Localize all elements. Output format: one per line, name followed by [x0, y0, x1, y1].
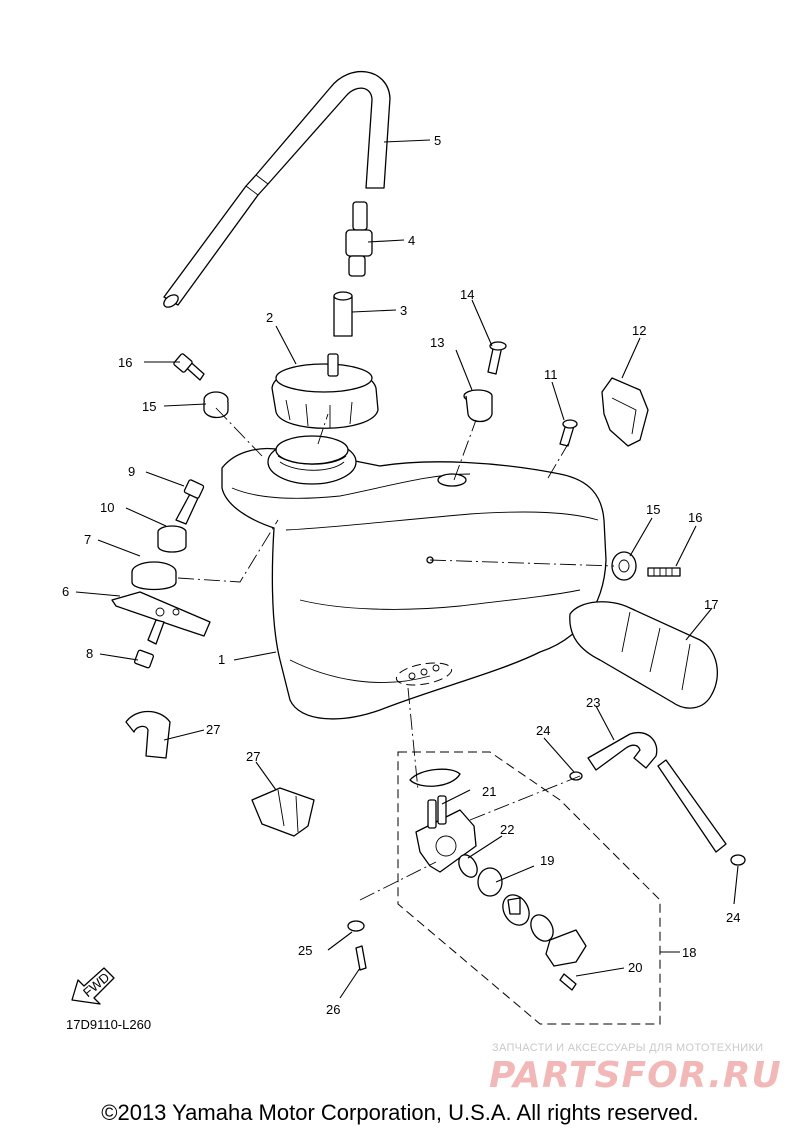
- forward-direction-arrow: FWD: [71, 967, 115, 1005]
- callout-15-left: 15: [142, 399, 156, 414]
- callout-27-center: 27: [246, 749, 260, 764]
- callout-8: 8: [86, 646, 93, 661]
- top-right-mount-parts: [463, 341, 649, 447]
- callout-17: 17: [704, 597, 718, 612]
- joint-pipe: [333, 291, 353, 337]
- breather-valve: [345, 201, 373, 277]
- callout-12: 12: [632, 323, 646, 338]
- watermark-logo: PARTSFOR.RU: [489, 1055, 782, 1096]
- tank-side-cover: [569, 601, 718, 709]
- copyright-notice: ©2013 Yamaha Motor Corporation, U.S.A. A…: [101, 1100, 699, 1125]
- leader-lines: [75, 139, 739, 999]
- damper-pieces: [125, 710, 315, 837]
- callout-2: 2: [266, 310, 273, 325]
- breather-hose: [163, 70, 391, 308]
- callout-3: 3: [400, 303, 407, 318]
- callout-20: 20: [628, 960, 642, 975]
- callout-16-right: 16: [688, 510, 702, 525]
- callout-19: 19: [540, 853, 554, 868]
- callout-24-top: 24: [536, 723, 550, 738]
- callout-18: 18: [682, 945, 696, 960]
- diagram-code: 17D9110-L260: [66, 1017, 152, 1032]
- callout-6: 6: [62, 584, 69, 599]
- callout-26: 26: [326, 1002, 340, 1017]
- fuel-cock-parts: [347, 768, 587, 991]
- right-damper-and-bolt: [611, 551, 681, 581]
- callout-21: 21: [482, 784, 496, 799]
- alignment-lines: [177, 407, 615, 901]
- watermark-tagline: ЗАПЧАСТИ И АКСЕССУАРЫ ДЛЯ МОТОТЕХНИКИ: [492, 1042, 764, 1054]
- callout-4: 4: [408, 233, 415, 248]
- fuel-hose-and-clips: [569, 731, 746, 866]
- fuel-cock-assembly-boundary: [397, 751, 661, 1025]
- callout-16-left: 16: [118, 355, 132, 370]
- callout-numbers: 5 4 3 2 16 15 9 10 7 6 8 1 14 13 11 12 1…: [62, 133, 740, 1017]
- callout-15-right: 15: [646, 502, 660, 517]
- callout-24-right: 24: [726, 910, 740, 925]
- callout-22: 22: [500, 822, 514, 837]
- front-mount-group: [111, 479, 211, 669]
- callout-11: 11: [544, 367, 558, 382]
- callout-5: 5: [434, 133, 441, 148]
- callout-27-left: 27: [206, 722, 220, 737]
- fuel-tank-cap: [271, 353, 379, 429]
- callout-14: 14: [460, 287, 474, 302]
- callout-10: 10: [100, 500, 114, 515]
- left-damper-and-bolt: [173, 353, 229, 419]
- callout-13: 13: [430, 335, 444, 350]
- callout-7: 7: [84, 532, 91, 547]
- fuel-tank: [221, 435, 607, 720]
- callout-25: 25: [298, 943, 312, 958]
- callout-1: 1: [218, 652, 225, 667]
- callout-23: 23: [586, 695, 600, 710]
- callout-9: 9: [128, 464, 135, 479]
